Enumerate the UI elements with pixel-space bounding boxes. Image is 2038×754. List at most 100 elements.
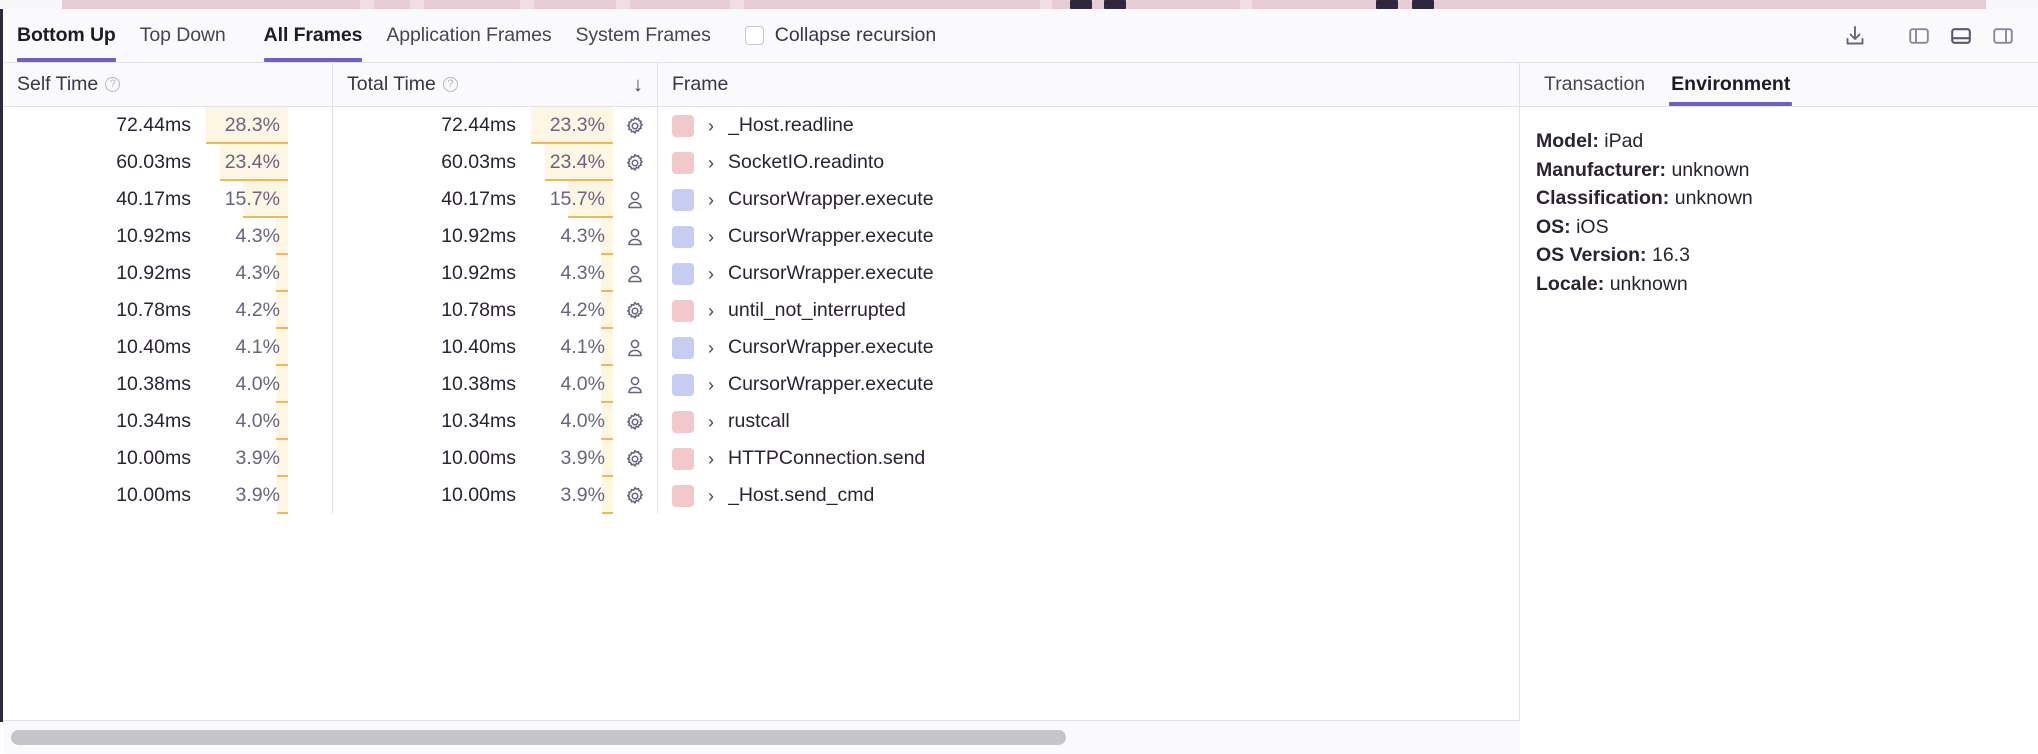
expand-chevron-icon[interactable]: › [708, 263, 714, 284]
left-panel-layout-icon[interactable] [1898, 15, 1940, 57]
person-icon[interactable] [613, 366, 657, 403]
frame-name: _Host.readline [728, 114, 854, 136]
total-time-percent: 4.1% [531, 329, 613, 366]
flame-segment [616, 0, 630, 9]
flamegraph-strip-cutoff[interactable] [0, 0, 2038, 9]
expand-chevron-icon[interactable]: › [708, 152, 714, 173]
gear-icon[interactable] [613, 107, 657, 144]
person-icon[interactable] [613, 255, 657, 292]
collapse-recursion-label: Collapse recursion [774, 24, 937, 46]
self-spacer [288, 329, 332, 366]
collapse-recursion-toggle[interactable]: Collapse recursion [744, 24, 937, 47]
percent-bar [206, 107, 288, 144]
environment-value: unknown [1671, 158, 1750, 181]
gear-icon[interactable] [613, 403, 657, 440]
person-icon[interactable] [613, 329, 657, 366]
expand-chevron-icon[interactable]: › [708, 189, 714, 210]
environment-row: Model: iPad [1536, 127, 2038, 156]
percent-bar [601, 329, 613, 366]
tab-top-down[interactable]: Top Down [128, 9, 238, 62]
tab-bottom-up[interactable]: Bottom Up [3, 9, 128, 62]
expand-chevron-icon[interactable]: › [708, 115, 714, 136]
gear-icon[interactable] [613, 440, 657, 477]
total-time-value: 72.44ms [441, 114, 516, 136]
download-icon[interactable] [1834, 15, 1876, 57]
cell-frame: › CursorWrapper.execute [658, 218, 1519, 255]
flame-segment-selected [1070, 0, 1092, 9]
profile-table: Self Time ? Total Time ? ↓ Frame 72.44ms… [3, 63, 1520, 720]
person-icon[interactable] [613, 181, 657, 218]
self-time-value: 10.92ms [116, 262, 191, 284]
person-icon[interactable] [613, 218, 657, 255]
column-header-frame-label: Frame [672, 73, 729, 95]
help-icon[interactable]: ? [442, 77, 458, 92]
total-time-percent: 4.3% [531, 218, 613, 255]
frame-name: CursorWrapper.execute [728, 225, 934, 247]
horizontal-scrollbar-track[interactable] [3, 720, 1520, 754]
bottom-panel-layout-icon[interactable] [1940, 15, 1982, 57]
expand-chevron-icon[interactable]: › [708, 300, 714, 321]
frame-filter-tabs: All Frames Application Frames System Fra… [252, 9, 723, 62]
column-header-self-time[interactable]: Self Time ? [3, 63, 333, 106]
collapse-recursion-checkbox[interactable] [744, 26, 764, 45]
help-icon[interactable]: ? [105, 77, 121, 92]
expand-chevron-icon[interactable]: › [708, 337, 714, 358]
total-time-percent-value: 4.0% [560, 373, 605, 395]
frame-name: HTTPConnection.send [728, 447, 926, 469]
self-spacer [288, 255, 332, 292]
expand-chevron-icon[interactable]: › [708, 411, 714, 432]
column-header-total-time[interactable]: Total Time ? ↓ [333, 63, 658, 106]
flame-segment [730, 0, 744, 9]
tab-system-frames[interactable]: System Frames [564, 9, 723, 62]
main-body: Self Time ? Total Time ? ↓ Frame 72.44ms… [3, 63, 2038, 720]
self-time-value: 10.92ms [116, 225, 191, 247]
cell-frame: ›_Host.send_cmd [658, 477, 1519, 514]
tab-application-frames[interactable]: Application Frames [374, 9, 563, 62]
total-time-percent-value: 4.2% [560, 299, 605, 321]
gear-icon[interactable] [613, 292, 657, 329]
tab-environment[interactable]: Environment [1661, 63, 1800, 106]
frame-name: until_not_interrupted [728, 299, 906, 321]
tab-transaction[interactable]: Transaction [1534, 63, 1655, 106]
expand-chevron-icon[interactable]: › [708, 485, 714, 506]
tab-bottom-up-label: Bottom Up [17, 24, 116, 46]
expand-chevron-icon[interactable]: › [708, 374, 714, 395]
tab-transaction-label: Transaction [1544, 73, 1646, 95]
self-time-value: 10.38ms [116, 373, 191, 395]
percent-bar [545, 144, 613, 181]
frame-color-swatch [672, 225, 694, 248]
horizontal-scrollbar-thumb[interactable] [11, 730, 1066, 745]
percent-bar [276, 255, 288, 292]
tab-all-frames-label: All Frames [263, 24, 363, 46]
column-header-frame[interactable]: Frame [658, 63, 1519, 106]
cell-self-time: 40.17ms 15.7% [3, 181, 333, 218]
self-time-value: 40.17ms [116, 188, 191, 210]
environment-key: Locale: [1536, 272, 1605, 295]
expand-chevron-icon[interactable]: › [708, 448, 714, 469]
right-panel-layout-icon[interactable] [1982, 15, 2024, 57]
expand-chevron-icon[interactable]: › [708, 226, 714, 247]
total-time-percent-value: 23.4% [549, 151, 605, 173]
tab-all-frames[interactable]: All Frames [252, 9, 375, 62]
gear-icon[interactable] [613, 144, 657, 181]
gear-icon[interactable] [613, 477, 657, 514]
total-time-percent-value: 4.0% [560, 410, 605, 432]
frame-name: CursorWrapper.execute [728, 262, 934, 284]
self-time-percent: 15.7% [206, 181, 288, 218]
